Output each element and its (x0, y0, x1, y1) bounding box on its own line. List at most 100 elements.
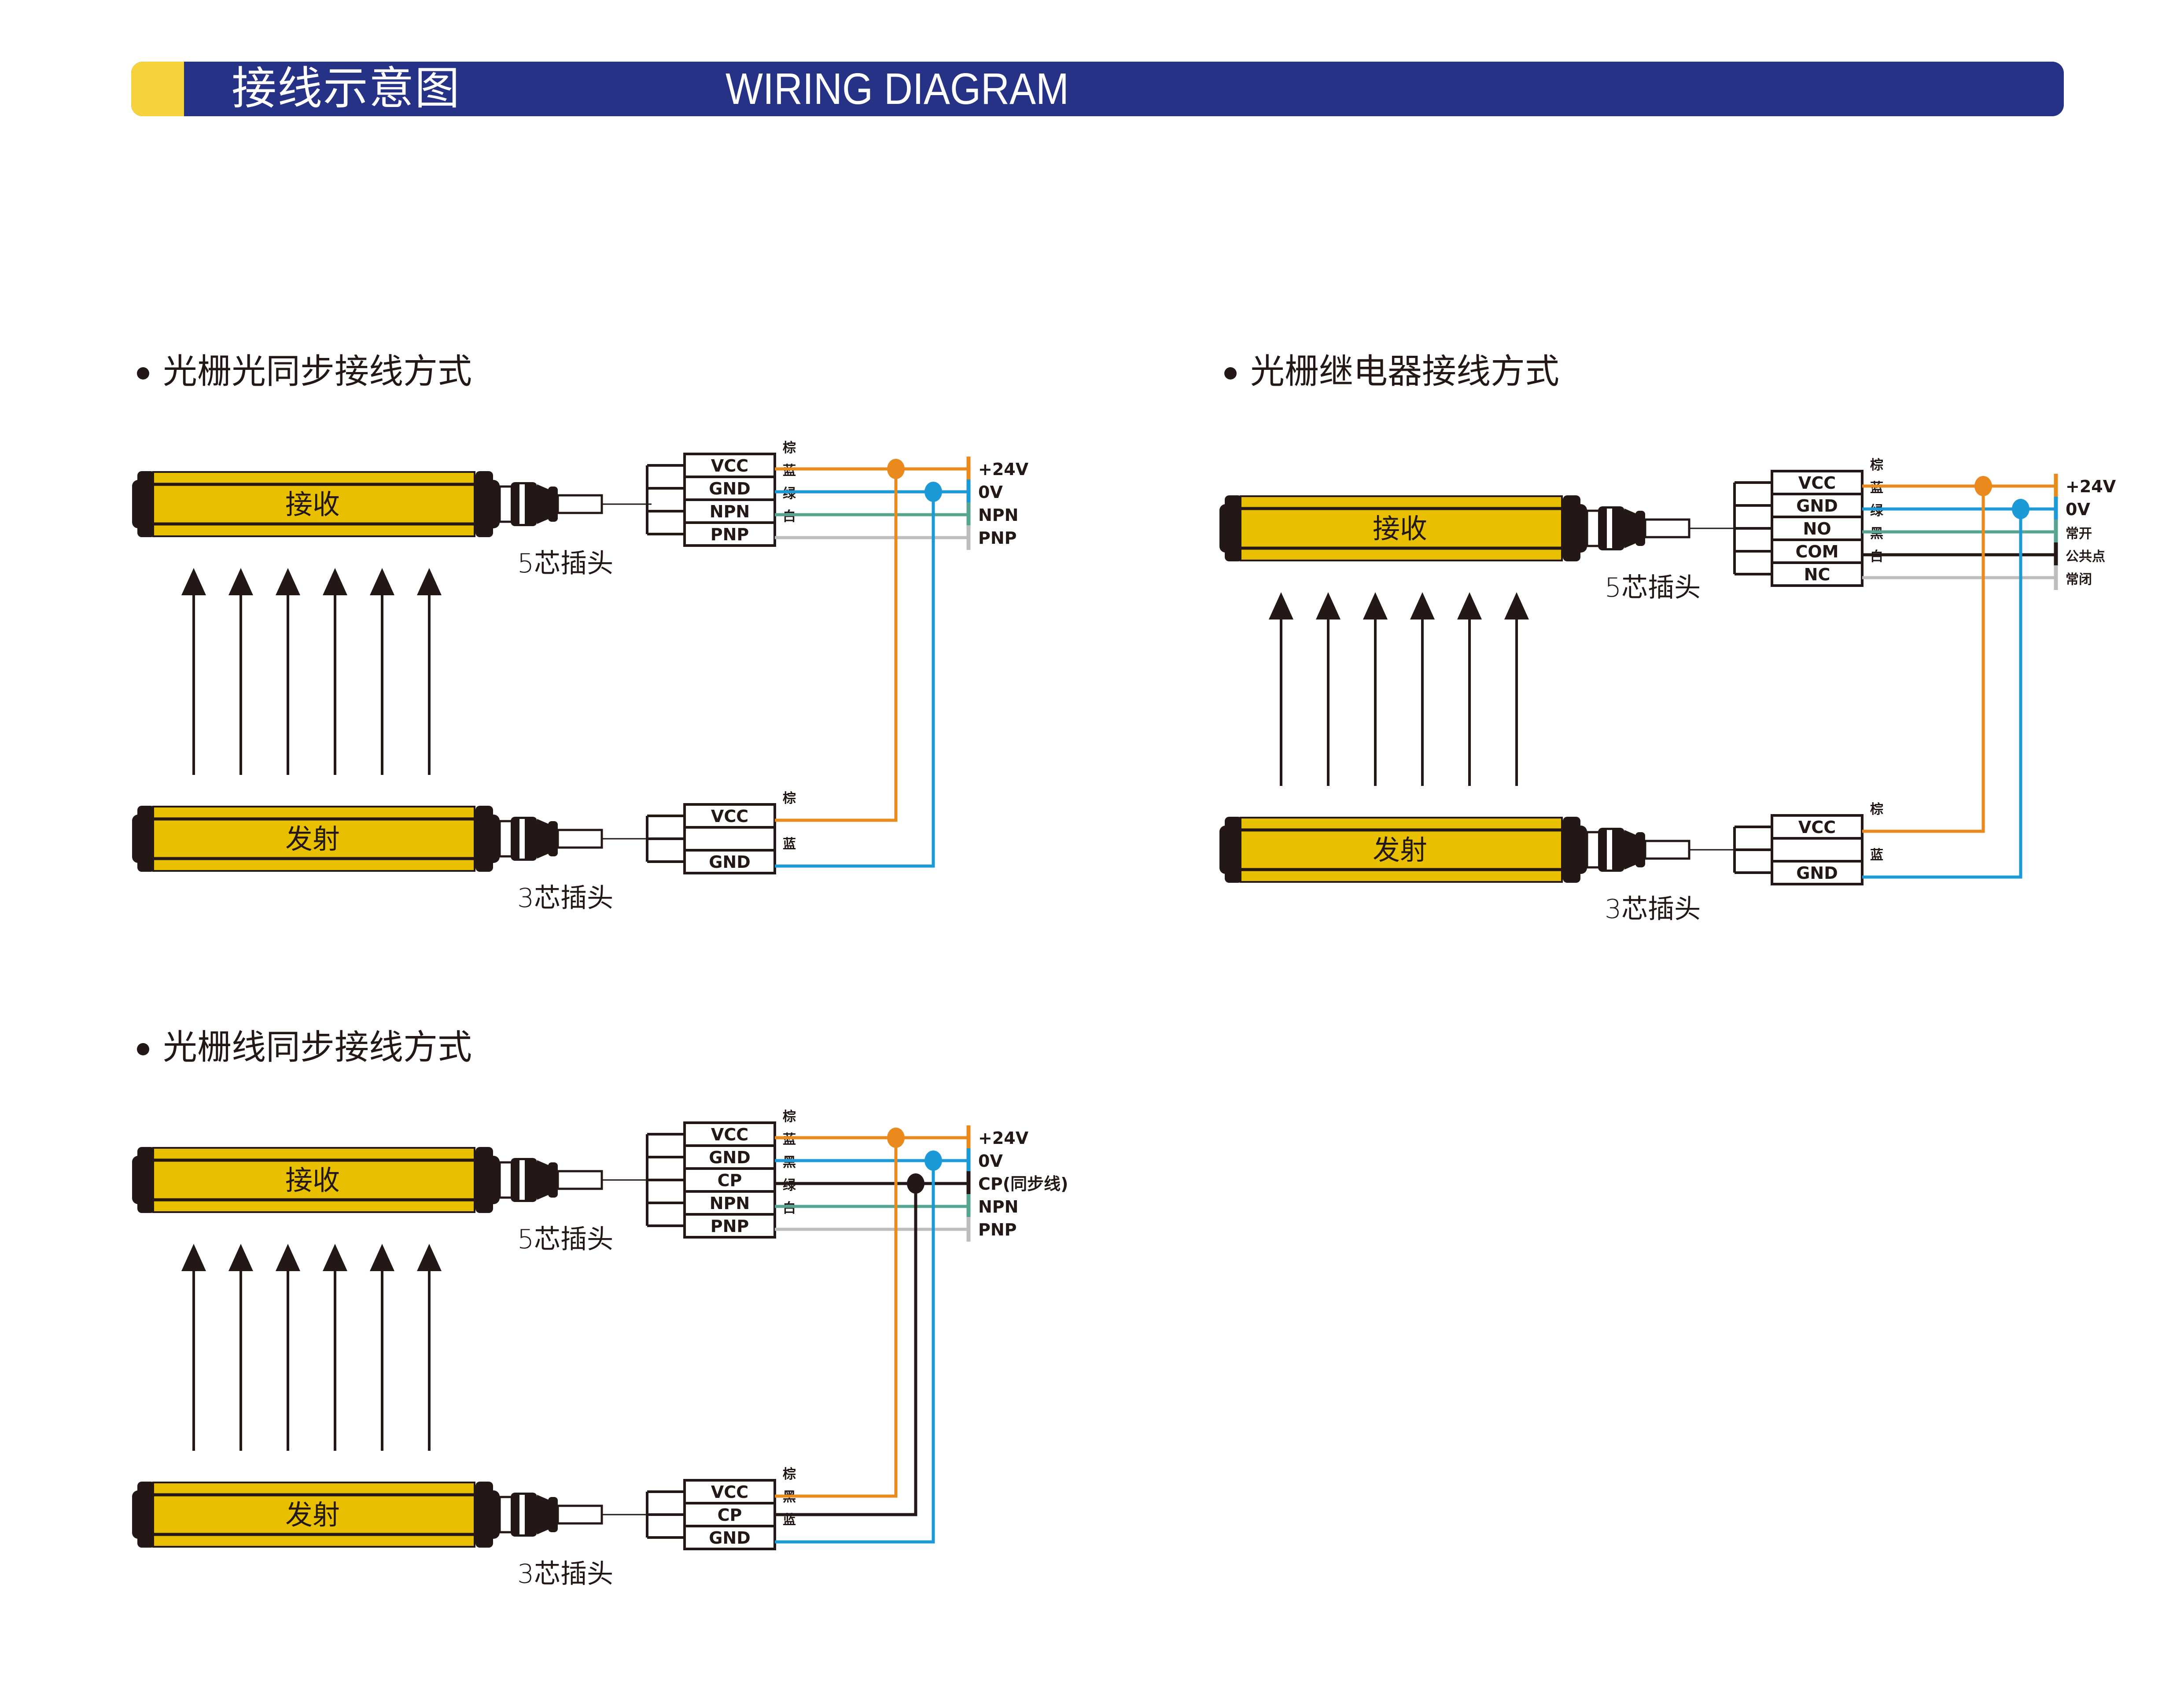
end-cap-left (137, 471, 155, 537)
arrow-up-icon (370, 568, 394, 595)
arrow-up-icon (1410, 592, 1435, 619)
arrow-up-icon (228, 1244, 253, 1271)
end-cap-left (137, 1482, 155, 1548)
terminal-label: PNP (978, 528, 1017, 548)
bar-label: 接收 (1373, 513, 1427, 545)
wire-color-label: 黑 (1870, 526, 1883, 542)
plug-ring (519, 484, 525, 524)
diagram-light-sync: 光栅光同步接线方式接收5芯插头发射3芯插头VCC棕GND蓝NPN绿PNP白VCC… (132, 352, 1029, 914)
wire-color-label: 白 (1870, 549, 1883, 564)
bar-label: 发射 (285, 823, 340, 855)
wire-color-label: 白 (783, 1201, 796, 1216)
plug-taper (1624, 509, 1638, 548)
section-title: 光栅继电器接线方式 (1250, 352, 1559, 391)
arrow-up-icon (181, 1244, 206, 1271)
pin-cell (1771, 561, 1864, 587)
end-cap-left (137, 1147, 155, 1213)
pin-label: VCC (711, 1125, 748, 1144)
pin-cell (1771, 837, 1864, 863)
pin-label: PNP (711, 1217, 749, 1236)
wire-color-label: 棕 (1870, 457, 1883, 473)
plug-label: 5芯插头 (1605, 572, 1701, 603)
pin-cell (1771, 860, 1864, 885)
pin-label: NPN (710, 502, 750, 521)
pin-label: COM (1795, 542, 1838, 561)
plug-flange (548, 1497, 558, 1532)
plug-taper (537, 1495, 550, 1534)
cable-sleeve (556, 1504, 603, 1525)
cable-sleeve (556, 1170, 603, 1190)
cable-sleeve (556, 829, 603, 849)
bar-label: 发射 (285, 1499, 340, 1531)
pin-label: GND (709, 1148, 751, 1167)
emitter-bar: 发射 3芯插头 (132, 806, 652, 914)
bar-body (1240, 817, 1563, 883)
wire-color-label: 棕 (783, 791, 796, 806)
junction-dot (924, 1150, 942, 1171)
terminal-label: 0V (978, 1151, 1003, 1171)
arrow-up-icon (228, 568, 253, 595)
terminal-label: CP(同步线) (978, 1174, 1068, 1194)
bar-body (1240, 495, 1563, 561)
pin-cell (683, 803, 776, 829)
pin-cell (683, 521, 776, 547)
plug-ring (1607, 509, 1612, 548)
pin-label: CP (718, 1505, 742, 1525)
pin-cell (683, 1144, 776, 1170)
junction-dot (887, 459, 905, 479)
end-cap-right (480, 815, 500, 863)
bar-body (152, 471, 475, 537)
plug-taper (537, 484, 550, 524)
plug-ring (519, 1160, 525, 1200)
terminal-label: PNP (978, 1220, 1017, 1239)
arrow-up-icon (417, 568, 442, 595)
bullet-icon (137, 367, 149, 380)
pin-label: VCC (1798, 818, 1836, 837)
section-title: 光栅线同步接线方式 (163, 1028, 472, 1067)
wire-color-label: 绿 (783, 486, 796, 501)
page-header: 接线示意图 WIRING DIAGRAM (131, 62, 2064, 116)
section-title: 光栅光同步接线方式 (163, 352, 472, 391)
wire-color-label: 蓝 (783, 837, 796, 852)
terminal-label: +24V (2066, 477, 2116, 496)
end-cap-right (480, 480, 500, 528)
bar-body (152, 1482, 475, 1548)
plug-taper (1624, 830, 1638, 870)
arrow-up-icon (1457, 592, 1482, 619)
arrow-up-icon (276, 1244, 300, 1271)
arrow-up-icon (323, 1244, 347, 1271)
pin-label: GND (709, 479, 751, 498)
pin-cell (683, 849, 776, 874)
end-cap-right (1567, 826, 1587, 874)
wire-color-label: 绿 (783, 1178, 796, 1193)
plug-ring (519, 819, 525, 859)
arrow-up-icon (1363, 592, 1388, 619)
terminal-label: 常闭 (2066, 572, 2092, 587)
plug-flange (548, 1162, 558, 1198)
arrow-up-icon (323, 568, 347, 595)
wire-color-label: 黑 (783, 1155, 796, 1170)
bullet-icon (1224, 367, 1237, 380)
wire-blue (775, 492, 935, 868)
terminal-label: +24V (978, 460, 1029, 479)
wire-color-label: 棕 (783, 1109, 796, 1125)
wire-color-label: 棕 (783, 440, 796, 456)
wire-brown (1862, 486, 1985, 833)
end-cap-left (1225, 495, 1242, 561)
wire-color-label: 白 (783, 509, 796, 524)
terminal-label: 0V (2066, 500, 2090, 519)
plug-label: 3芯插头 (517, 883, 613, 914)
arrow-up-icon (181, 568, 206, 595)
bar-label: 接收 (285, 488, 340, 520)
pin-cell (683, 1479, 776, 1504)
pin-label: NC (1804, 565, 1830, 584)
plug-label: 5芯插头 (517, 548, 613, 579)
cable-sleeve (556, 494, 603, 514)
plug-label: 3芯插头 (1605, 894, 1701, 925)
plug-taper (537, 1160, 550, 1200)
junction-dot (1974, 476, 1992, 496)
terminal-label: NPN (978, 505, 1018, 525)
